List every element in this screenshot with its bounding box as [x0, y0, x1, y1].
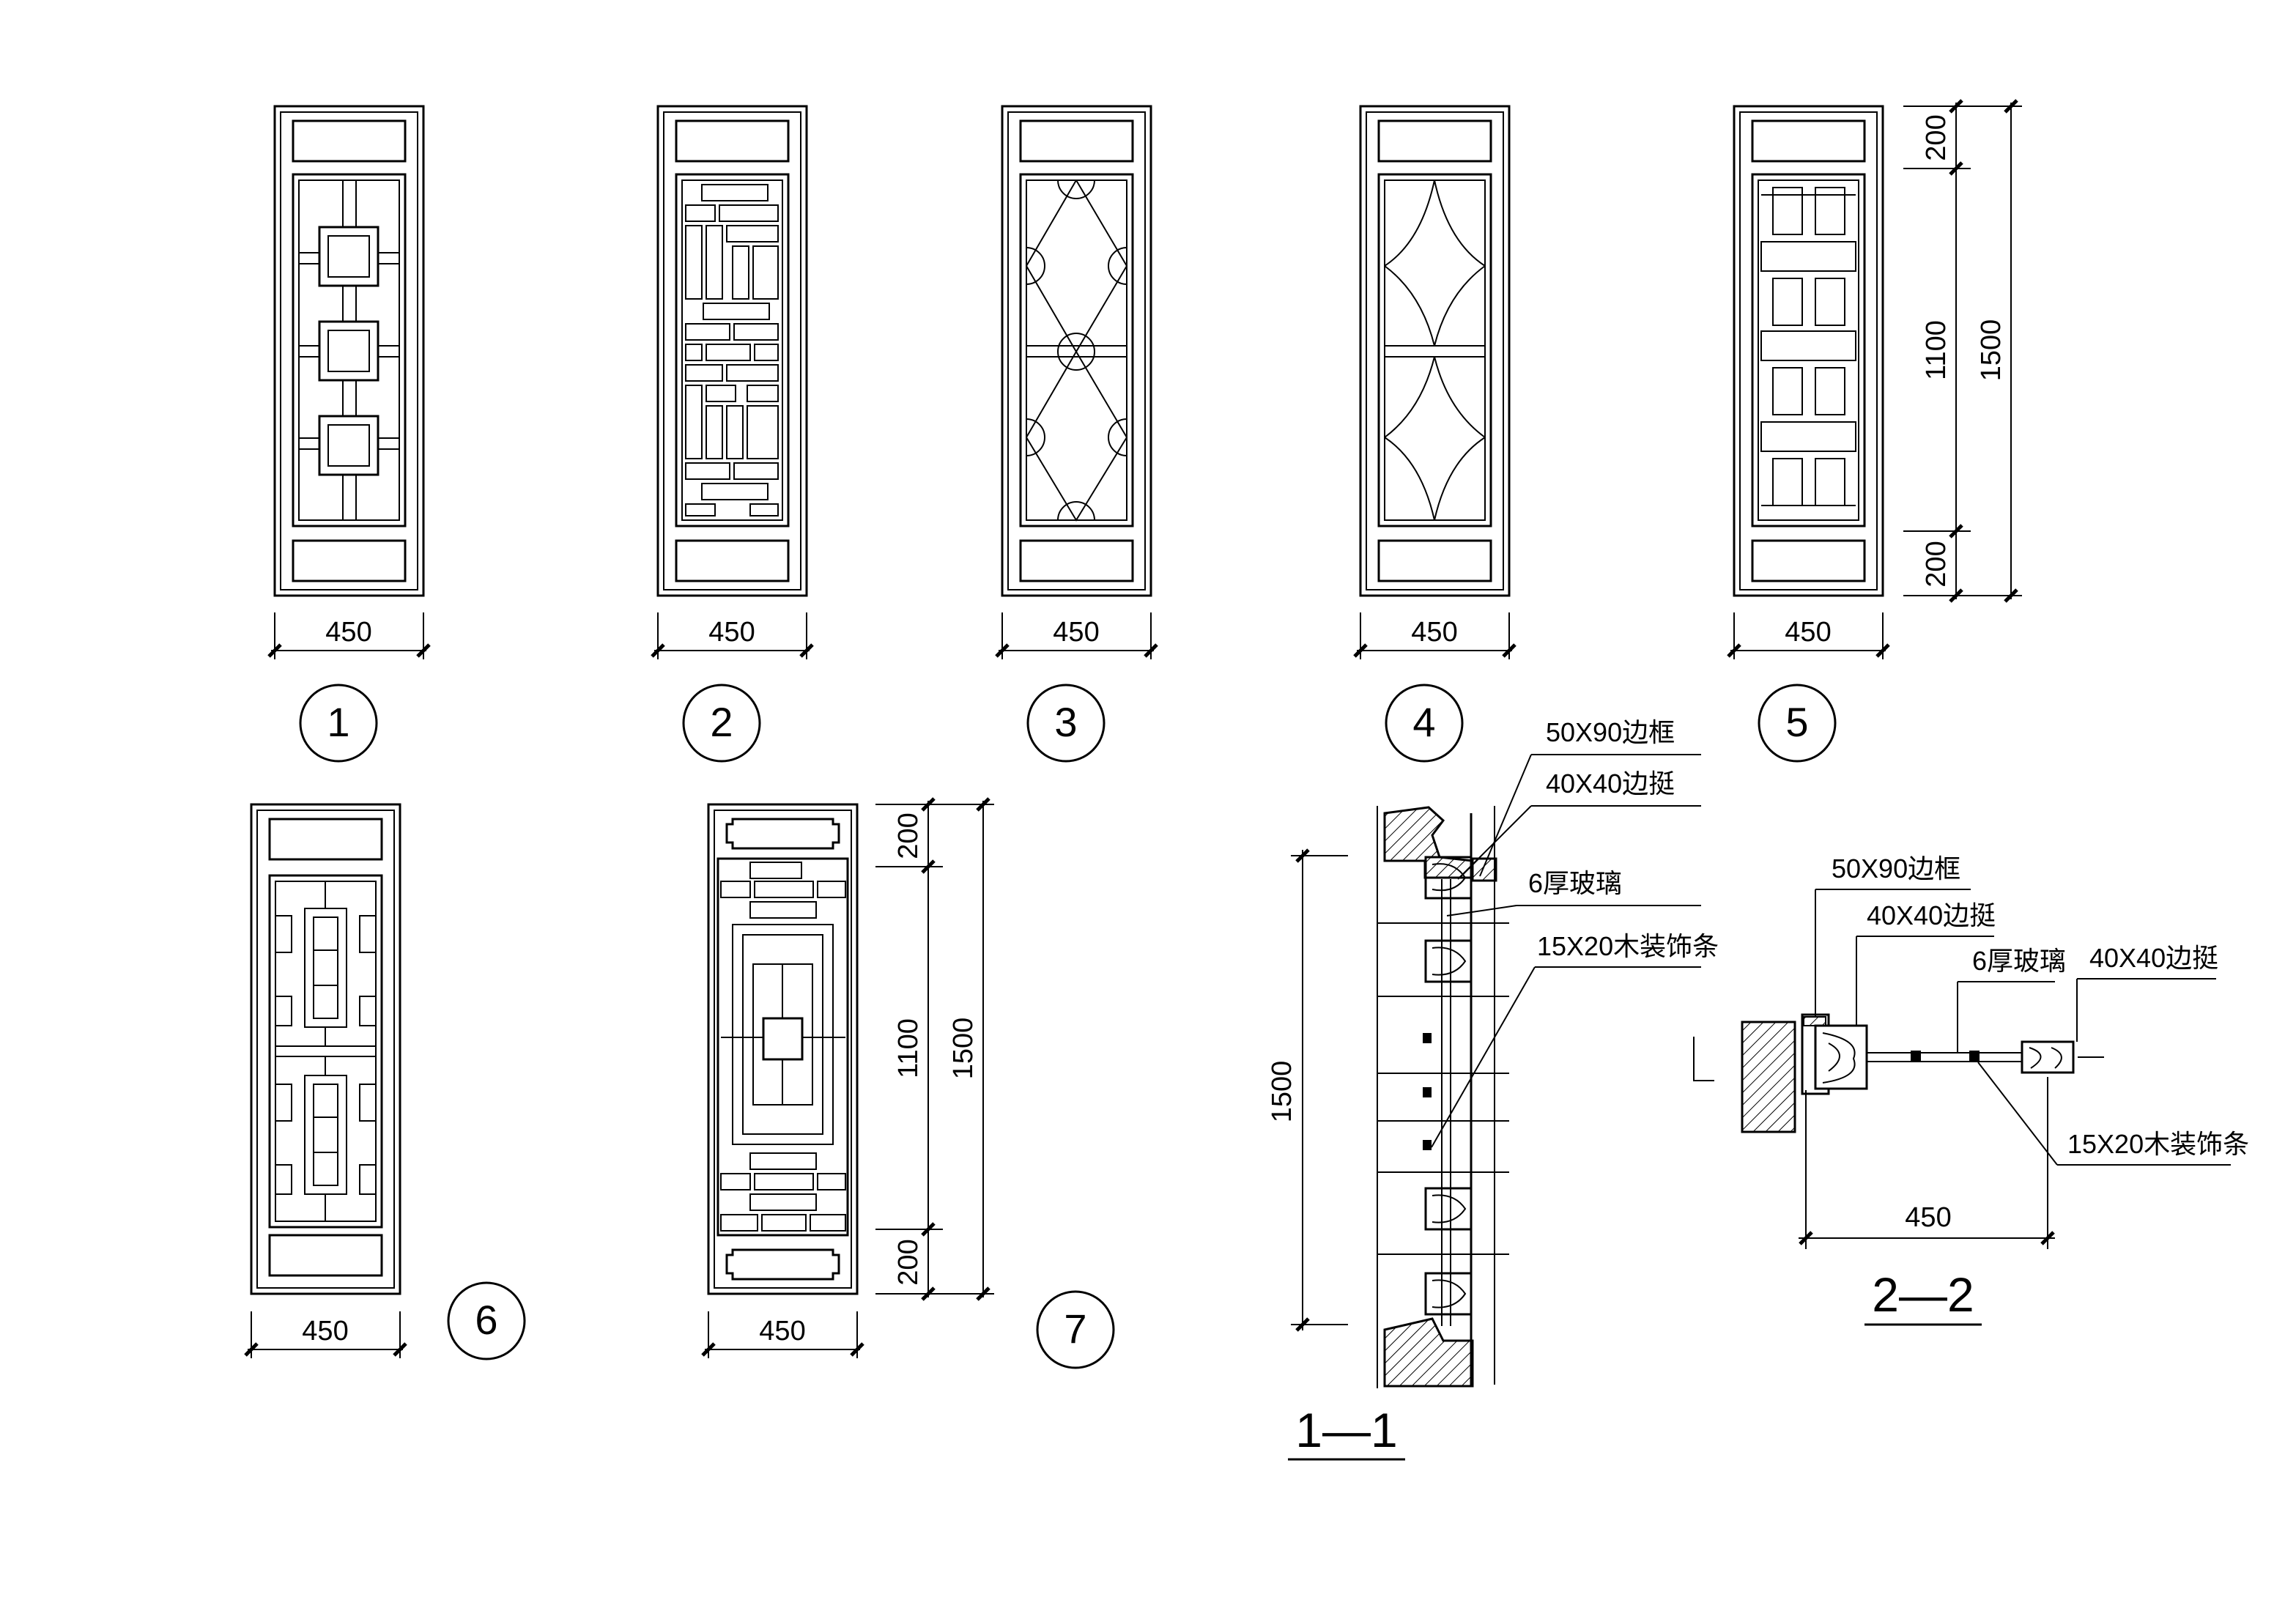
panel-7-number: 7 — [1064, 1306, 1086, 1352]
panel-6-width-dimension: 450 — [244, 1311, 407, 1358]
panel-5-top-height-label: 200 — [1921, 114, 1952, 160]
panel-5-width-dimension: 450 — [1727, 612, 1890, 659]
panel-4-width-label: 450 — [1411, 617, 1457, 648]
section-1-1 — [1377, 806, 1509, 1388]
panel-1-width-label: 450 — [325, 617, 371, 648]
panel-5-weave — [1760, 187, 1856, 506]
panel-1 — [273, 105, 425, 597]
panel-5-width-label: 450 — [1785, 617, 1831, 648]
section-2-2 — [1693, 1013, 2104, 1133]
panel-7-height-dimensions: 200 1100 200 1500 — [875, 797, 994, 1301]
callout-stile-label: 40X40边挺 — [1546, 769, 1675, 799]
panel-5-marker: 5 — [1758, 684, 1837, 763]
section-2-2-width-label: 450 — [1905, 1202, 1951, 1233]
panel-6-marker: 6 — [447, 1281, 526, 1360]
panel-4-number: 4 — [1412, 699, 1435, 745]
panel-7-middle-height-label: 1100 — [893, 1018, 924, 1078]
panel-2-marker: 2 — [682, 684, 761, 763]
panel-3-number: 3 — [1054, 699, 1077, 745]
panel-5-middle-height-label: 1100 — [1921, 320, 1952, 380]
panel-2-number: 2 — [710, 699, 733, 745]
section-2-2-width-dimension: 450 — [1799, 1077, 2055, 1249]
panel-7-total-height-label: 1500 — [948, 1018, 979, 1080]
section-1-1-height-label: 1500 — [1267, 1061, 1297, 1123]
section-2-2-title-text: 2—2 — [1872, 1267, 1974, 1322]
panel-1-marker: 1 — [299, 684, 378, 763]
panel-6 — [250, 803, 401, 1295]
callout-trim-label: 15X20木装饰条 — [1537, 931, 1719, 961]
panel-6-width-label: 450 — [302, 1316, 348, 1347]
panel-2-width-dimension: 450 — [651, 612, 814, 659]
panel-5-bottom-height-label: 200 — [1921, 541, 1952, 587]
callout-frame-label-2: 50X90边框 — [1832, 853, 1960, 884]
panel-5-total-height-label: 1500 — [1976, 319, 2007, 382]
section-1-1-callouts: 50X90边框 40X40边挺 6厚玻璃 15X20木装饰条 — [1431, 717, 1719, 1148]
panel-3-marker: 3 — [1026, 684, 1106, 763]
panel-7-marker: 7 — [1036, 1290, 1115, 1369]
panel-6-number: 6 — [475, 1297, 497, 1343]
panel-4-width-dimension: 450 — [1353, 612, 1517, 659]
panel-3 — [1001, 105, 1152, 597]
panel-1-width-dimension: 450 — [267, 612, 431, 659]
panel-1-number: 1 — [327, 699, 349, 745]
callout-stile-label-2: 40X40边挺 — [1867, 900, 1996, 930]
panel-7-bottom-height-label: 200 — [893, 1239, 924, 1285]
callout-trim-label-2: 15X20木装饰条 — [2067, 1129, 2249, 1159]
callout-glass-label: 6厚玻璃 — [1528, 868, 1622, 898]
panel-4-marker: 4 — [1385, 684, 1464, 763]
panel-5-height-dimensions: 200 1100 200 1500 — [1903, 99, 2022, 603]
section-2-2-callouts: 50X90边框 40X40边挺 6厚玻璃 40X40边挺 15X20木装饰条 — [1815, 853, 2249, 1166]
panel-7-width-dimension: 450 — [701, 1311, 864, 1358]
panel-2 — [656, 105, 808, 597]
section-1-1-height-dimension: 1500 — [1267, 848, 1348, 1332]
callout-glass-label-2: 6厚玻璃 — [1972, 946, 2066, 976]
panel-3-width-label: 450 — [1053, 617, 1099, 648]
section-1-1-title-text: 1—1 — [1295, 1403, 1397, 1457]
section-2-2-title: 2—2 — [1864, 1267, 1982, 1326]
panel-3-width-dimension: 450 — [995, 612, 1158, 659]
callout-stile-right-label: 40X40边挺 — [2089, 943, 2218, 973]
panel-5 — [1733, 105, 1884, 597]
panel-7 — [707, 803, 859, 1295]
panel-5-number: 5 — [1785, 699, 1808, 745]
panel-4 — [1359, 105, 1511, 597]
panel-2-width-label: 450 — [708, 617, 755, 648]
panel-7-width-label: 450 — [759, 1316, 805, 1347]
section-1-1-title: 1—1 — [1288, 1403, 1405, 1461]
panel-7-top-height-label: 200 — [893, 812, 924, 859]
callout-frame-label: 50X90边框 — [1546, 717, 1675, 747]
